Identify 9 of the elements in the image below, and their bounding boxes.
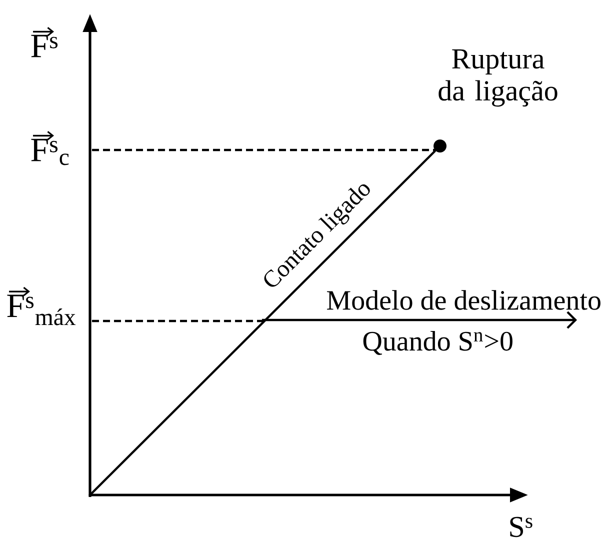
label: Quando S$^{n}$>0: [363, 331, 512, 355]
label: S$^{s}$: [510, 516, 532, 538]
line: [89, 150, 436, 496]
label: Modelo de deslizamento: [327, 290, 600, 310]
axis-label: F$^{s}$$_{c}$: [31, 131, 69, 166]
end-point-dot: [434, 140, 446, 152]
annotation: Ruptura da ligação: [438, 49, 558, 107]
axis-label: F$^{s}$: [31, 27, 58, 58]
axis-label: F$^{s}$máx: [7, 286, 76, 326]
